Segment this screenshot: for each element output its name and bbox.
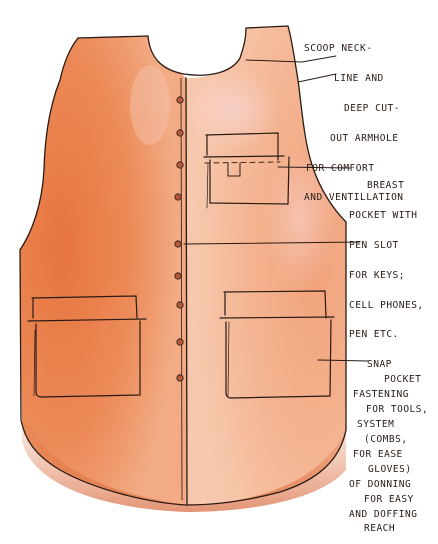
- annotation-lower-pocket: POCKET FOR TOOLS, (COMBS, GLOVES) FOR EA…: [364, 355, 428, 544]
- annotation-line: GLOVES): [364, 465, 428, 475]
- snap-button: [175, 273, 181, 279]
- annotation-line: FOR KEYS;: [349, 271, 424, 281]
- fabric-highlight: [130, 65, 170, 145]
- snap-button: [177, 302, 183, 308]
- annotation-line: SCOOP NECK-: [304, 44, 404, 54]
- snap-button: [177, 162, 183, 168]
- annotation-line: FOR TOOLS,: [364, 405, 428, 415]
- snap-button: [177, 375, 183, 381]
- snap-button: [177, 97, 183, 103]
- snap-button: [177, 130, 183, 136]
- annotation-line: POCKET: [364, 375, 428, 385]
- annotation-line: BREAST: [349, 181, 424, 191]
- annotation-line: FOR EASY: [364, 495, 428, 505]
- annotation-line: (COMBS,: [364, 435, 428, 445]
- annotation-line: DEEP CUT-: [304, 104, 404, 114]
- snap-button: [175, 241, 181, 247]
- annotation-line: CELL PHONES,: [349, 301, 424, 311]
- snap-button: [175, 194, 181, 200]
- annotation-line: PEN ETC.: [349, 330, 424, 340]
- snap-button: [177, 339, 183, 345]
- annotation-line: REACH: [364, 524, 428, 534]
- annotation-line: POCKET WITH: [349, 211, 424, 221]
- annotation-line: OUT ARMHOLE: [304, 134, 404, 144]
- annotation-line: PEN SLOT: [349, 241, 424, 251]
- fabric-highlight: [184, 68, 280, 152]
- annotation-line: LINE AND: [304, 74, 404, 84]
